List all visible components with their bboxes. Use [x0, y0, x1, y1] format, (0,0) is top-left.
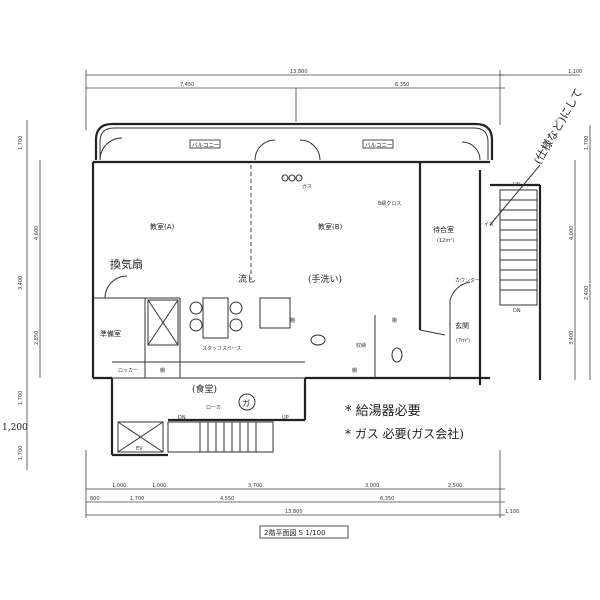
left-dimensions: 1,700 4,600 3,400 2,850 1,700 1,700 [18, 120, 41, 470]
gas-outlet-icon [288, 174, 296, 182]
balcony-left-label: バルコニー [192, 142, 219, 149]
dim-left: 1,700 [18, 391, 24, 405]
note-sink: 流し [238, 273, 256, 285]
note-spec-leader [489, 164, 541, 226]
dim-top-left: 7,450 [180, 82, 194, 88]
walls [91, 160, 542, 457]
dim-right: 1,700 [584, 136, 590, 150]
gas-label: ガス [302, 183, 312, 190]
dim-right: 4,000 [569, 226, 575, 240]
table [202, 297, 229, 339]
note-hand-wash: (手洗い) [308, 273, 342, 285]
dim-bottom: 2,500 [448, 483, 462, 489]
doors [99, 137, 481, 380]
dim-bottom: 1,700 [130, 496, 144, 502]
room-shelf: 棚 [392, 317, 397, 324]
title-box [259, 525, 349, 539]
chair [229, 301, 243, 315]
stair-up-label: UP [513, 182, 520, 188]
dim-right: 3,400 [569, 331, 575, 345]
balcony-inner-line [99, 127, 489, 160]
balcony-right-label: バルコニー [365, 142, 392, 149]
balcony-right-tag [362, 139, 394, 149]
note-water-heater: * 給湯器必要 [345, 404, 421, 419]
furniture [117, 297, 403, 453]
gas-outlet-icon [281, 174, 289, 182]
note-spec: (仕様など)にして [530, 86, 585, 167]
stair2-dn-label: DN [178, 415, 186, 421]
room-waiting-area: (12m²) [437, 238, 454, 244]
room-prep: 準備室 [100, 329, 121, 338]
room-shelf: 棚 [290, 317, 295, 324]
right-dimensions: 1,700 4,000 2,400 3,400 [569, 125, 591, 380]
elevator-shaft [117, 421, 164, 453]
counter-label: カウンター [455, 277, 480, 284]
dim-bottom-extra: 1,100 [505, 509, 519, 515]
dim-bottom: 3,700 [248, 483, 262, 489]
dim-left: 3,400 [18, 276, 24, 290]
room-shelf: 棚 [160, 367, 165, 374]
chair [189, 301, 203, 315]
stair-dn-label: DN [513, 308, 521, 314]
dim-left: 1,700 [18, 136, 24, 150]
dim-bottom: 1,000 [152, 483, 166, 489]
dim-bottom: 6,350 [380, 496, 394, 502]
dim-bottom: 3,000 [365, 483, 379, 489]
note-fan: 換気扇 [110, 257, 143, 271]
dim-bottom: 4,550 [220, 496, 234, 502]
room-waiting: 待合室 [433, 225, 454, 234]
sink-unit [259, 297, 291, 329]
stairs-lower [167, 421, 274, 453]
balcony-left-tag [189, 139, 221, 149]
note-gas-mark: ガ [242, 398, 250, 408]
note-kitchen: (食堂) [192, 383, 217, 395]
room-entrance: 玄関 [455, 321, 469, 330]
note-gas-required: * ガス 必要(ガス会社) [345, 426, 464, 441]
gas-outlet-icon [295, 174, 303, 182]
stairs-right [499, 189, 538, 306]
room-classroom-a: 教室(A) [150, 222, 175, 231]
dim-left: 1,700 [18, 446, 24, 460]
chair [229, 318, 243, 332]
dim-bottom: 800 [90, 496, 100, 502]
bottom-dimensions: 1,000 1,000 3,700 3,000 2,500 800 1,700 … [85, 450, 519, 518]
corridor-label: ローカ [206, 405, 221, 411]
dim-top-total: 13,800 [290, 69, 308, 75]
toilet [310, 334, 326, 346]
room-entrance-area: (7m²) [456, 338, 470, 344]
ev-label: EV [136, 446, 143, 452]
dim-bottom-total: 13,800 [285, 509, 303, 515]
top-dimensions: 13,800 7,450 6,350 1,100 [85, 69, 582, 130]
storage-box [147, 299, 179, 346]
stair2-up-label: UP [282, 415, 289, 421]
dim-left: 4,600 [34, 226, 40, 240]
room-classroom-b: 教室(B) [318, 222, 343, 231]
note-side-dim: 1,200 [2, 423, 28, 433]
room-locker: ロッカー [118, 368, 138, 374]
balcony-outline [94, 122, 494, 160]
chair [189, 318, 203, 332]
room-staff-space: スタッフスペース [202, 345, 241, 352]
chair-label: イス [484, 222, 494, 228]
dim-left: 2,850 [34, 331, 40, 345]
gas-mark-circle [238, 393, 256, 411]
cross-note: B級クロス [378, 200, 401, 207]
dim-top-extra: 1,100 [568, 69, 582, 75]
dim-bottom: 1,000 [112, 483, 126, 489]
dim-top-right: 6,350 [395, 82, 409, 88]
room-storage: 収納 [356, 342, 366, 349]
dim-right: 2,400 [584, 286, 590, 300]
toilet [391, 347, 403, 363]
plan-title: 2階平面図 S 1/100 [264, 528, 326, 537]
room-shelf: 棚 [352, 367, 357, 374]
